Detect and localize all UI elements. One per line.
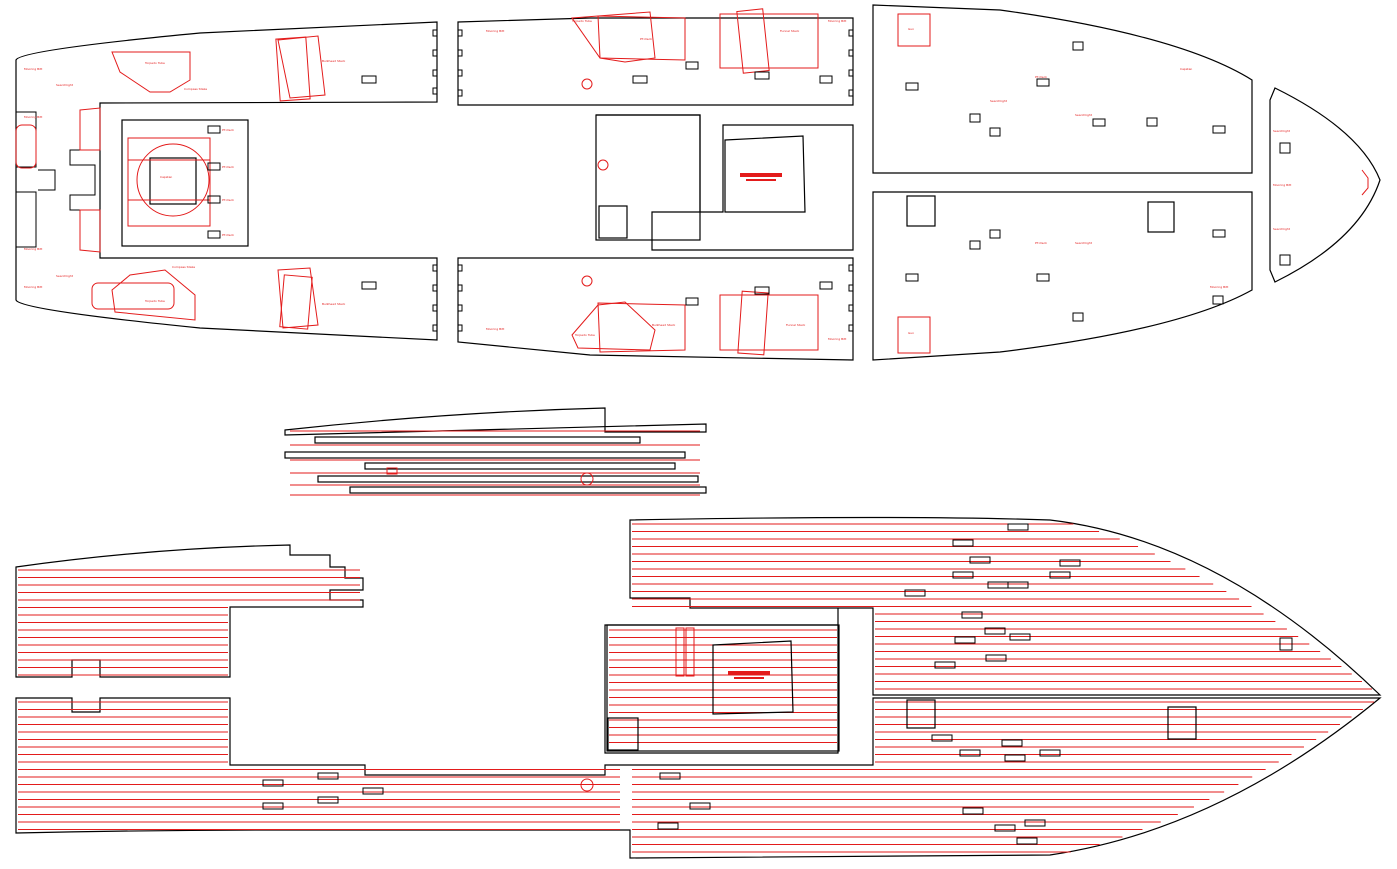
hatch-cutout [934,661,956,669]
label-bulkhead-2: Bulkhead Stack [322,302,346,306]
hatch-cutout [952,571,974,579]
label-searchlight-4: Searchlight [1075,113,1093,117]
label-torpedo-4: Torpedo Tube [574,333,595,337]
hatch-cutout [961,611,983,619]
label-ptdeck-5: PT-Deck [640,37,652,41]
label-funnel-2: Funnel Stack [786,323,805,327]
hatch-cutout [1059,559,1081,567]
label-compass-1: Compass Stake [184,87,207,91]
hatch-cutout [657,822,679,830]
hatch-cutout [1024,819,1046,827]
label-funnel-1: Funnel Stack [780,29,799,33]
label-mooring-7: Mooring Bitt [828,19,847,23]
label-ptdeck-3: PT-Deck [222,198,234,202]
label-ptdeck-4: PT-Deck [222,233,234,237]
label-searchlight-1: Searchlight [56,83,74,87]
hatch-cutout [362,787,384,795]
label-deck-plate: DECK PLATE [742,173,766,177]
label-mooring-5: Mooring Bitt [486,29,505,33]
label-searchlight-7: Searchlight [1273,227,1291,231]
hatch-cutout [1039,749,1061,757]
label-gun-2: Gun [908,331,914,335]
label-mooring-4: Mooring Bitt [24,285,43,289]
hatch-cutout [962,807,984,815]
label-capstan: Capstan [160,175,172,179]
hatch-cutout [952,539,974,547]
hatch-cutout [1004,754,1026,762]
hatch-cutout [904,589,926,597]
label-mooring-2: Mooring Bitt [24,115,43,119]
label-ptdeck-2: PT-Deck [222,165,234,169]
hatch-cutout [1007,581,1029,589]
label-compass-2: Compass Stake [172,265,195,269]
bow-tip-part: Searchlight Mooring Bitt Searchlight [1269,87,1381,283]
label-mooring-9: Mooring Bitt [1210,285,1229,289]
label-searchlight-2: Searchlight [56,274,74,278]
planked-hull-deck [15,516,1382,859]
label-ptdeck-7: PT-Deck [1035,241,1047,245]
midship-deck-part: Mooring Bitt Mooring Bitt Torpedo Tube T… [457,8,854,361]
label-searchlight-6: Searchlight [1273,129,1291,133]
label-bulkhead-1: Bulkhead Stack [322,59,346,63]
label-mooring-8: Mooring Bitt [828,337,847,341]
label-capstan-2: Capstan [1180,67,1192,71]
hatch-cutout [262,802,284,810]
label-ptdeck-1: PT-Deck [222,128,234,132]
plank-lines [18,523,1375,853]
label-gun-1: Gun [908,27,914,31]
label-torpedo-3: Torpedo Tube [571,19,592,23]
label-mooring-10: Mooring Bitt [1273,183,1292,187]
hatch-cutout [994,824,1016,832]
hatch-cutout [1049,571,1071,579]
label-torpedo-1: Torpedo Tube [144,61,165,65]
stern-deck-part: Mooring Bitt Searchlight Mooring Bitt Mo… [15,21,438,341]
label-ptdeck-6: PT-Deck [1035,75,1047,79]
label-mooring-3: Mooring Bitt [24,247,43,251]
label-searchlight-5: Searchlight [1075,241,1093,245]
hatch-cutout [317,796,339,804]
hatch-cutout [984,627,1006,635]
hatch-cutout [659,772,681,780]
hatch-cutout [987,581,1009,589]
label-mooring-6: Mooring Bitt [486,327,505,331]
hatch-cutout [1016,837,1038,845]
hatch-cutout [317,772,339,780]
hatch-cutout [931,734,953,742]
hatch-cutout [959,749,981,757]
hatch-cutout [1001,739,1023,747]
hatch-cutout [262,779,284,787]
forward-deck-part: Gun Gun PT-Deck PT-Deck Searchlight Sear… [872,4,1253,361]
hatch-cutout [1009,633,1031,641]
hatch-cutout [1007,523,1029,531]
plank-strip-set-small [284,407,707,496]
hatch-cutout [985,654,1007,662]
hatch-cutouts [262,523,1081,845]
label-bulkhead-3: Bulkhead Stack [652,323,676,327]
hatch-cutout [689,802,711,810]
label-torpedo-2: Torpedo Tube [144,299,165,303]
label-searchlight-3: Searchlight [990,99,1008,103]
hatch-cutout [969,556,991,564]
label-mooring-1: Mooring Bitt [24,67,43,71]
hatch-cutout [954,636,976,644]
